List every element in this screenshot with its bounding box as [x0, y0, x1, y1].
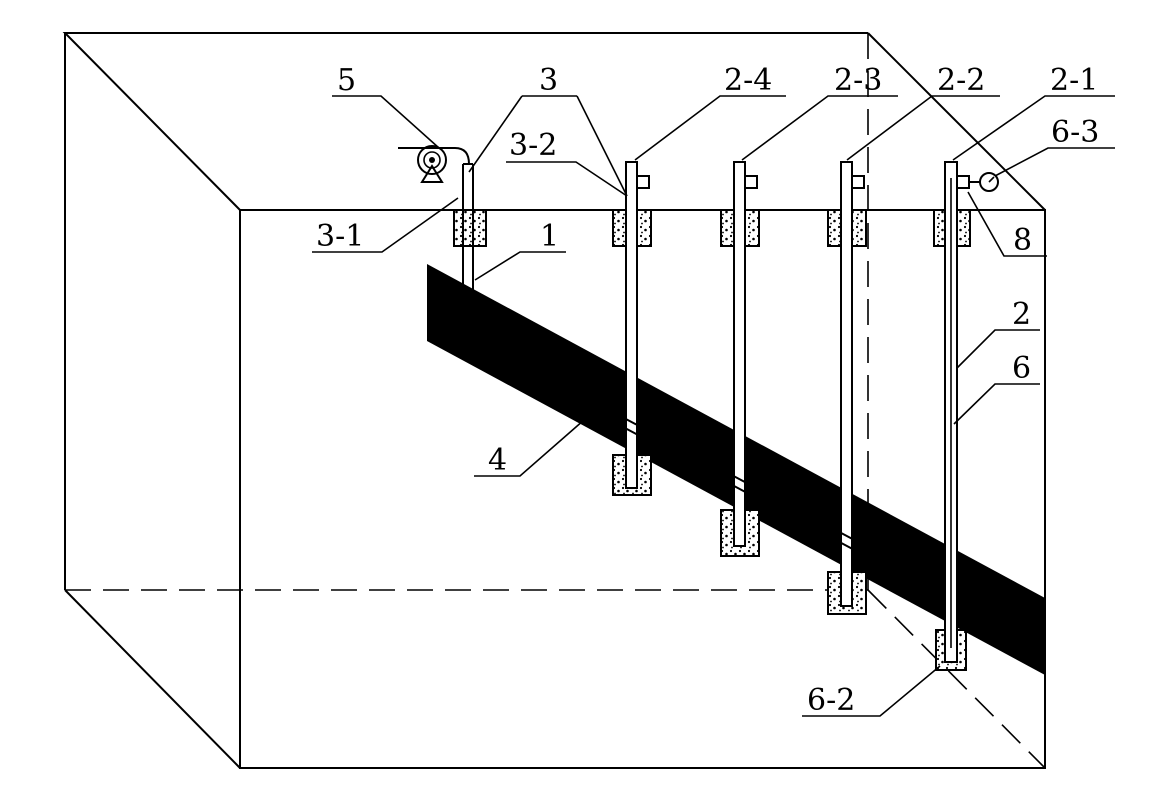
bottom-left-edge	[64, 589, 241, 769]
cap-2-4	[637, 175, 650, 189]
pump-stand	[420, 164, 444, 183]
leader-3-2	[506, 161, 628, 197]
pump-inner-ring	[423, 151, 441, 169]
leader-6	[953, 383, 1040, 425]
hidden-diagonal-edge	[867, 589, 1046, 769]
leader-2-2	[846, 95, 1000, 161]
leader-8	[967, 191, 1047, 257]
cap-2-1	[957, 175, 970, 189]
label-3-1: 3-1	[316, 219, 364, 254]
label-1: 1	[540, 219, 559, 254]
label-2-1: 2-1	[1050, 63, 1098, 98]
label-8: 8	[1013, 223, 1032, 258]
injection-pipe-3	[439, 147, 946, 597]
injection-pipe-outer	[462, 164, 942, 597]
box-outline	[62, 32, 1046, 769]
plug-top-3	[453, 209, 487, 247]
label-6-3: 6-3	[1051, 115, 1099, 150]
labels: 5 3 3-2 3-1 1 2-4 2-3 2-2 2-1 6-3 8 2 6 …	[316, 63, 1099, 718]
leader-5	[332, 95, 440, 149]
pump-hub	[429, 157, 435, 163]
leader-2-3	[741, 95, 898, 161]
leader-6-2	[802, 665, 941, 717]
label-4: 4	[488, 443, 507, 478]
leader-3-1	[312, 197, 459, 253]
injection-pipe-inner	[472, 164, 946, 589]
supply-hose	[439, 147, 470, 165]
label-3-2: 3-2	[509, 128, 557, 163]
top-right-edge	[867, 32, 1046, 211]
label-2-2: 2-2	[937, 63, 985, 98]
leader-2	[956, 329, 1040, 369]
borehole-2-3	[733, 161, 746, 547]
leader-3-b	[576, 95, 628, 197]
gauge-icon	[979, 172, 999, 192]
label-2-4: 2-4	[724, 63, 772, 98]
pump-outer-ring	[417, 145, 447, 175]
label-6: 6	[1012, 351, 1031, 386]
pipe-caps	[637, 175, 980, 189]
label-6-2: 6-2	[807, 683, 855, 718]
top-plugs	[453, 209, 971, 247]
leader-6-3	[994, 147, 1115, 177]
borehole-2-2	[840, 161, 853, 607]
label-5: 5	[337, 63, 356, 98]
label-3: 3	[539, 63, 558, 98]
leader-3-a	[468, 95, 523, 173]
label-2-3: 2-3	[834, 63, 882, 98]
leader-2-4	[634, 95, 786, 161]
leader-4	[474, 419, 585, 477]
leader-2-1	[952, 95, 1115, 161]
label-2: 2	[1012, 297, 1031, 332]
leader-1	[474, 251, 566, 281]
borehole-2-4	[625, 161, 638, 489]
cap-2-2	[852, 175, 865, 189]
pump-icon	[398, 145, 447, 183]
top-back-edge	[62, 32, 868, 211]
gauge-needle	[988, 176, 995, 183]
gauge-body	[979, 172, 999, 192]
boreholes	[625, 161, 958, 663]
cap-2-3	[745, 175, 758, 189]
leader-lines	[312, 95, 1115, 717]
